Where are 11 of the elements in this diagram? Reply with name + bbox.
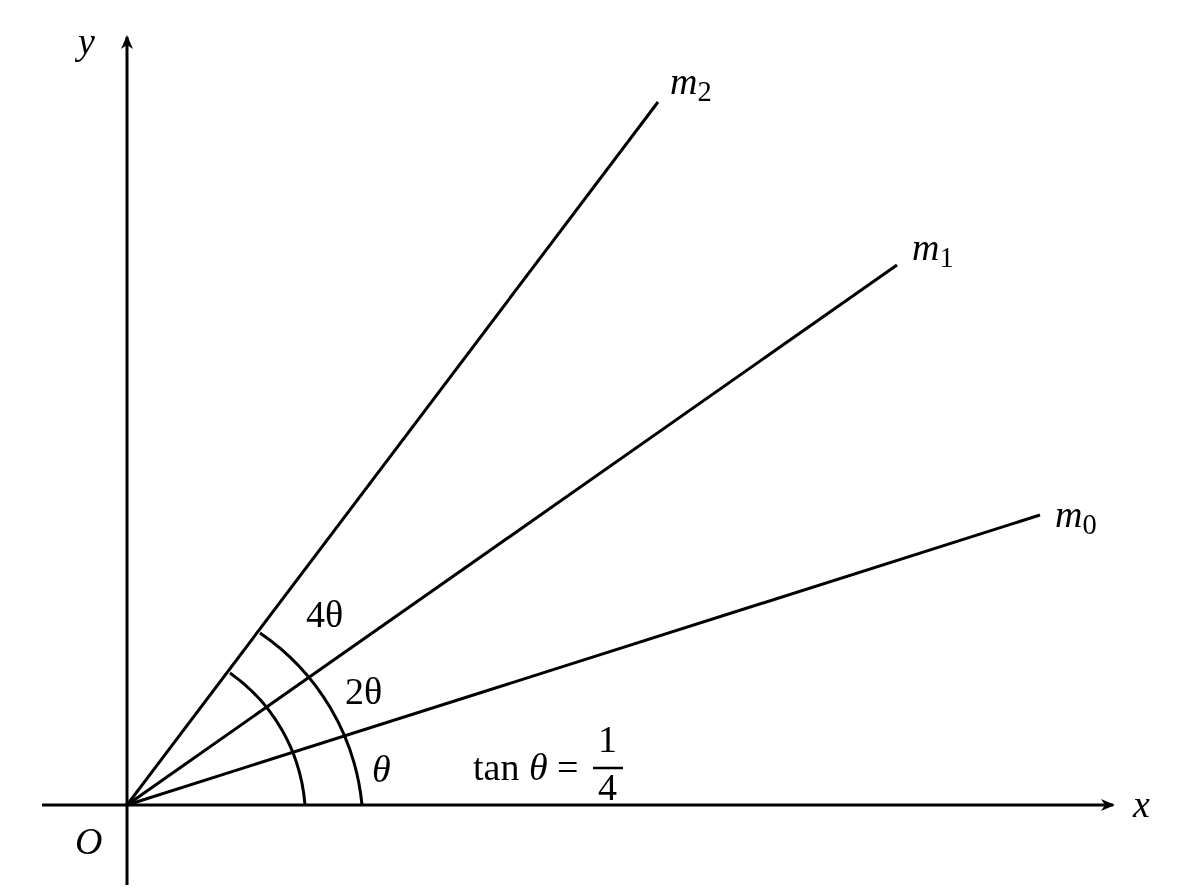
angle-label: 2θ — [345, 672, 383, 710]
fraction-denominator: 4 — [598, 768, 617, 806]
line-label: m$_{2}$ — [670, 62, 712, 100]
angle-label: θ — [372, 750, 391, 788]
fraction-numerator: 1 — [598, 720, 617, 758]
axis-label: x — [1133, 785, 1150, 823]
angle-label: 4θ — [306, 595, 344, 633]
equation-text: tan θ = — [473, 748, 579, 786]
line-label: m$_{1}$ — [912, 228, 954, 266]
origin-label: O — [75, 822, 103, 860]
line-label: m$_{0}$ — [1055, 495, 1097, 533]
